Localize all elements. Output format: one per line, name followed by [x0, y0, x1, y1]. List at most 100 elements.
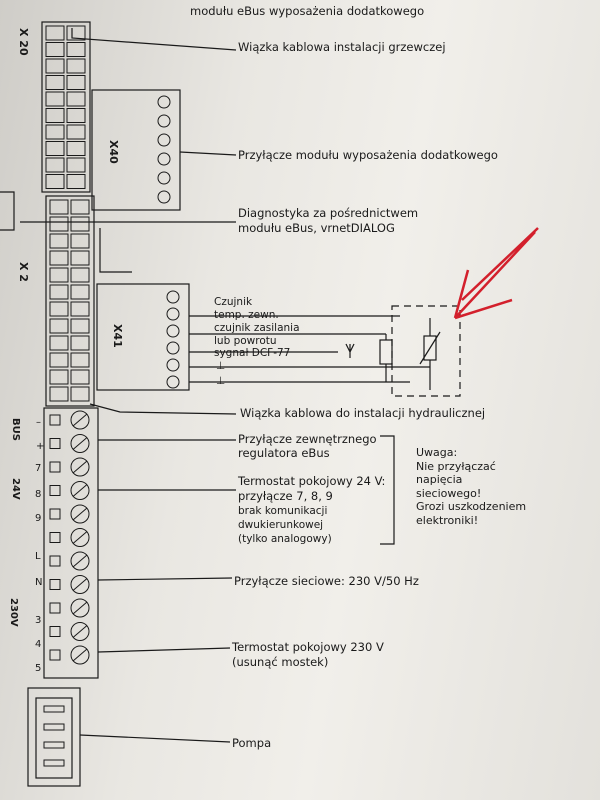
pump-connector-inner — [35, 697, 73, 779]
ext-controller-line2: regulatora eBus — [238, 446, 330, 460]
x40-hole — [157, 190, 171, 204]
x20-pin — [66, 25, 86, 41]
x40-hole — [157, 95, 171, 109]
terminal-minus: – — [36, 417, 41, 428]
terminal-screw — [70, 622, 90, 641]
pump-label: Pompa — [232, 736, 272, 750]
bus-label: BUS — [10, 418, 21, 441]
x2-pin — [49, 352, 69, 368]
module-connector-label: Przyłącze modułu wyposażenia dodatkowego — [238, 148, 498, 162]
x40-label: X40 — [107, 140, 120, 164]
terminal-screw — [70, 551, 90, 571]
terminal-screw — [70, 434, 90, 453]
x2-pin — [49, 250, 69, 266]
x2-pin — [49, 284, 69, 300]
x41-block — [96, 283, 190, 391]
header-text: modułu eBus wyposażenia dodatkowego — [190, 4, 425, 18]
terminal-screw-slot — [72, 507, 88, 521]
x2-pin — [70, 352, 90, 368]
x20-pin — [45, 124, 65, 140]
x40-hole — [157, 133, 171, 147]
x20-pin — [45, 91, 65, 107]
terminal-5: 5 — [35, 663, 42, 674]
sensor-label-3: czujnik zasilania — [214, 322, 300, 334]
thermostat230-line1: Termostat pokojowy 230 V — [232, 640, 384, 654]
thermostat230-line2: (usunąć mostek) — [232, 655, 329, 669]
x41-hole — [166, 290, 180, 304]
x20-pin — [45, 174, 65, 189]
warning-note: Uwaga: Nie przyłączać napięcia siecioweg… — [416, 446, 527, 527]
x2-pin — [49, 267, 69, 283]
terminal-4: 4 — [35, 639, 42, 650]
terminal-plus: + — [36, 441, 45, 452]
diagnostics-line1: Diagnostyka za pośrednictwem — [238, 206, 419, 220]
x20-pin — [66, 58, 86, 74]
v230-label: 230V — [8, 598, 19, 627]
hydraulic-harness-label: Wiązka kablowa do instalacji hydrauliczn… — [240, 406, 486, 420]
connector-holes — [157, 95, 180, 389]
terminal-box — [49, 532, 61, 543]
thermostat24-line4: dwukierunkowej — [238, 519, 324, 531]
diagnostics-line2: modułu eBus, vrnetDIALOG — [238, 221, 395, 235]
x40-hole — [157, 152, 171, 166]
thermostat230-leader — [97, 647, 231, 653]
x20-pin — [45, 141, 65, 156]
x20-pin — [66, 108, 86, 123]
x20-pin — [66, 42, 86, 57]
x40-block — [91, 89, 181, 211]
x2-pin — [70, 267, 90, 283]
terminal-screw-slot — [72, 578, 88, 591]
terminal-box — [49, 649, 61, 661]
resistor — [379, 339, 393, 365]
x2-connector — [45, 195, 95, 407]
terminal-box — [49, 626, 61, 637]
terminal-screw — [70, 410, 90, 430]
terminal-screw-slot — [72, 437, 88, 450]
ground-symbol-2: ⊥ — [216, 375, 226, 387]
x2-pin — [49, 369, 69, 385]
x2-pin — [70, 335, 90, 351]
sensor-label-2: temp. zewn. — [214, 309, 279, 321]
ebus-cable — [99, 228, 132, 273]
x40-hole — [157, 171, 171, 185]
terminal-l: L — [35, 551, 41, 562]
terminal-7: 7 — [35, 463, 42, 474]
x2-pin — [49, 216, 69, 232]
x40-hole — [157, 114, 171, 128]
terminal-screw-slot — [72, 601, 88, 615]
terminal-box — [49, 508, 61, 520]
x20-pin — [45, 75, 65, 90]
terminal-box — [49, 485, 61, 496]
x20-pin — [66, 75, 86, 90]
mains-leader — [97, 577, 233, 581]
x41-hole — [166, 375, 180, 389]
x2-pin — [49, 233, 69, 249]
connector-pins — [45, 25, 90, 402]
x2-pin — [49, 301, 69, 317]
terminal-screw-slot — [72, 554, 88, 568]
terminal-box — [49, 414, 61, 426]
x20-pin — [66, 141, 86, 156]
sensor-label-5: sygnał DCF-77 — [214, 347, 291, 359]
x2-pin — [70, 301, 90, 317]
thermostat24-line3: brak komunikacji — [238, 505, 328, 517]
v24-label: 24V — [10, 478, 21, 500]
hydraulic-harness-leader — [89, 403, 237, 415]
x20-pin — [66, 174, 86, 189]
x41-hole — [166, 358, 180, 372]
x20-pin — [45, 157, 65, 173]
thermostat24-line2: przyłącze 7, 8, 9 — [238, 489, 333, 503]
x41-hole — [166, 324, 180, 338]
ntc-slash — [419, 331, 441, 365]
pump-connector — [27, 687, 81, 787]
terminal-screw-slot — [72, 625, 88, 638]
terminal-box — [49, 579, 61, 590]
x41-hole — [166, 341, 180, 355]
warning-bracket — [380, 435, 395, 545]
terminal-screw-slot — [72, 413, 88, 427]
terminal-screw — [70, 645, 90, 665]
x2-pin — [70, 233, 90, 249]
terminal-screw — [70, 575, 90, 594]
board-edge — [0, 191, 15, 231]
